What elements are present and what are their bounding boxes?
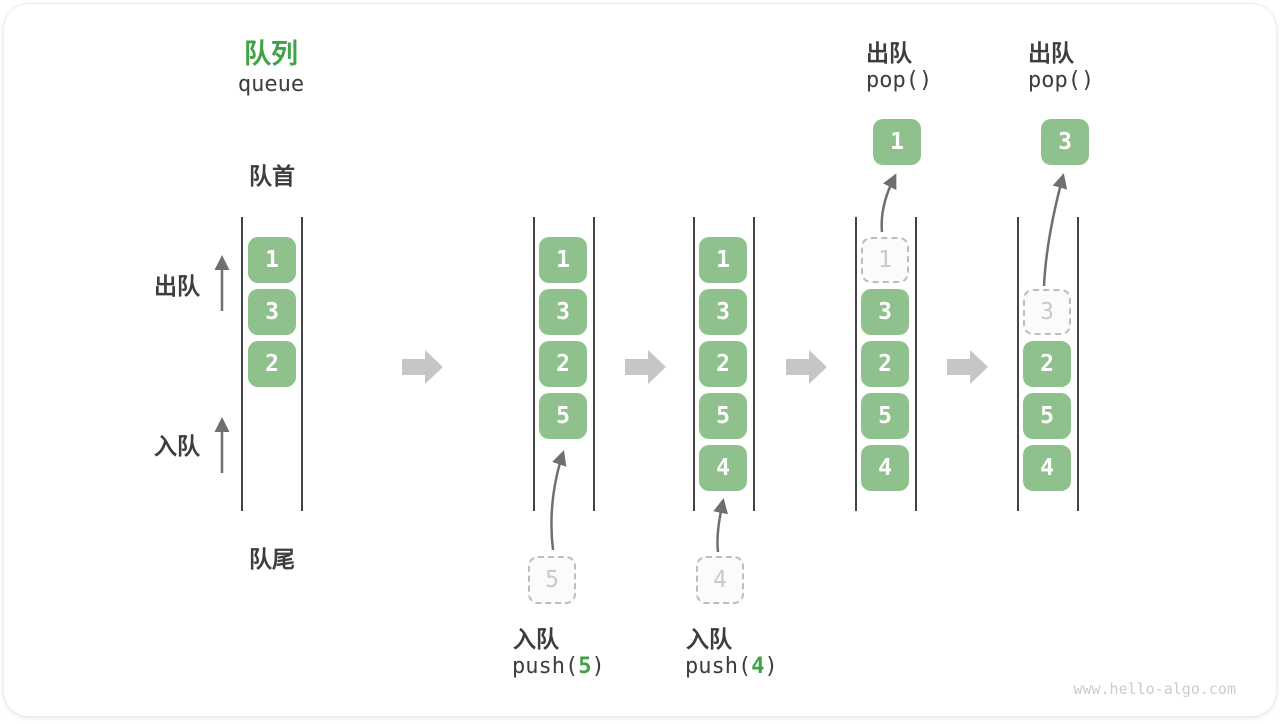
label-queue-rear: 队尾 — [249, 546, 295, 572]
pop-arrow-icon — [1042, 173, 1068, 287]
diagram-card: 队列 queue 队首 队尾 出队 入队 1 3 2 1 3 2 5 5 入队 … — [3, 3, 1277, 717]
queue-cell: 1 — [248, 237, 296, 283]
label-enqueue-direction: 入队 — [154, 433, 200, 459]
op-code-arg: 5 — [578, 654, 592, 679]
queue-rail — [753, 217, 755, 511]
diagram-title-en: queue — [237, 72, 305, 97]
watermark: www.hello-algo.com — [1073, 680, 1236, 698]
queue-cell: 5 — [699, 393, 747, 439]
next-state-arrow-icon — [786, 350, 827, 384]
queue-cell: 2 — [248, 341, 296, 387]
op-action-label: 入队 — [686, 626, 732, 652]
label-queue-front: 队首 — [249, 163, 295, 189]
queue-cell: 1 — [539, 237, 587, 283]
popped-cell: 3 — [1041, 119, 1089, 165]
queue-cell-dashed: 1 — [861, 237, 909, 283]
queue-cell: 3 — [699, 289, 747, 335]
push-arrow-icon — [713, 498, 729, 553]
next-state-arrow-icon — [402, 350, 443, 384]
queue-cell: 4 — [1023, 445, 1071, 491]
op-code-label: push(5) — [512, 654, 605, 679]
next-state-arrow-icon — [947, 350, 988, 384]
queue-rail — [301, 217, 303, 511]
label-dequeue-direction: 出队 — [154, 273, 200, 299]
queue-rail — [1017, 217, 1019, 511]
incoming-cell: 5 — [528, 556, 576, 604]
queue-cell-dashed: 3 — [1023, 289, 1071, 335]
queue-rail — [533, 217, 535, 511]
popped-cell: 1 — [873, 119, 921, 165]
op-code-label: push(4) — [685, 654, 778, 679]
pop-arrow-icon — [880, 173, 897, 233]
op-code-arg: 4 — [751, 654, 765, 679]
queue-cell: 1 — [699, 237, 747, 283]
op-code-label: pop() — [866, 68, 933, 93]
queue-rail — [593, 217, 595, 511]
queue-cell: 2 — [861, 341, 909, 387]
queue-cell: 2 — [1023, 341, 1071, 387]
queue-rail — [241, 217, 243, 511]
queue-rail — [855, 217, 857, 511]
op-code-label: pop() — [1028, 68, 1095, 93]
op-action-label: 入队 — [513, 626, 559, 652]
queue-cell: 2 — [539, 341, 587, 387]
queue-cell: 5 — [1023, 393, 1071, 439]
queue-rail — [915, 217, 917, 511]
incoming-cell: 4 — [696, 556, 744, 604]
queue-cell: 3 — [861, 289, 909, 335]
queue-rail — [1077, 217, 1079, 511]
queue-cell: 4 — [699, 445, 747, 491]
queue-cell: 3 — [539, 289, 587, 335]
queue-rail — [693, 217, 695, 511]
queue-cell: 4 — [861, 445, 909, 491]
queue-cell: 3 — [248, 289, 296, 335]
op-action-label: 出队 — [866, 40, 912, 66]
next-state-arrow-icon — [625, 350, 666, 384]
queue-cell: 2 — [699, 341, 747, 387]
queue-cell: 5 — [539, 393, 587, 439]
queue-cell: 5 — [861, 393, 909, 439]
push-arrow-icon — [550, 450, 567, 551]
op-action-label: 出队 — [1028, 40, 1074, 66]
diagram-title-zh: 队列 — [244, 39, 298, 69]
